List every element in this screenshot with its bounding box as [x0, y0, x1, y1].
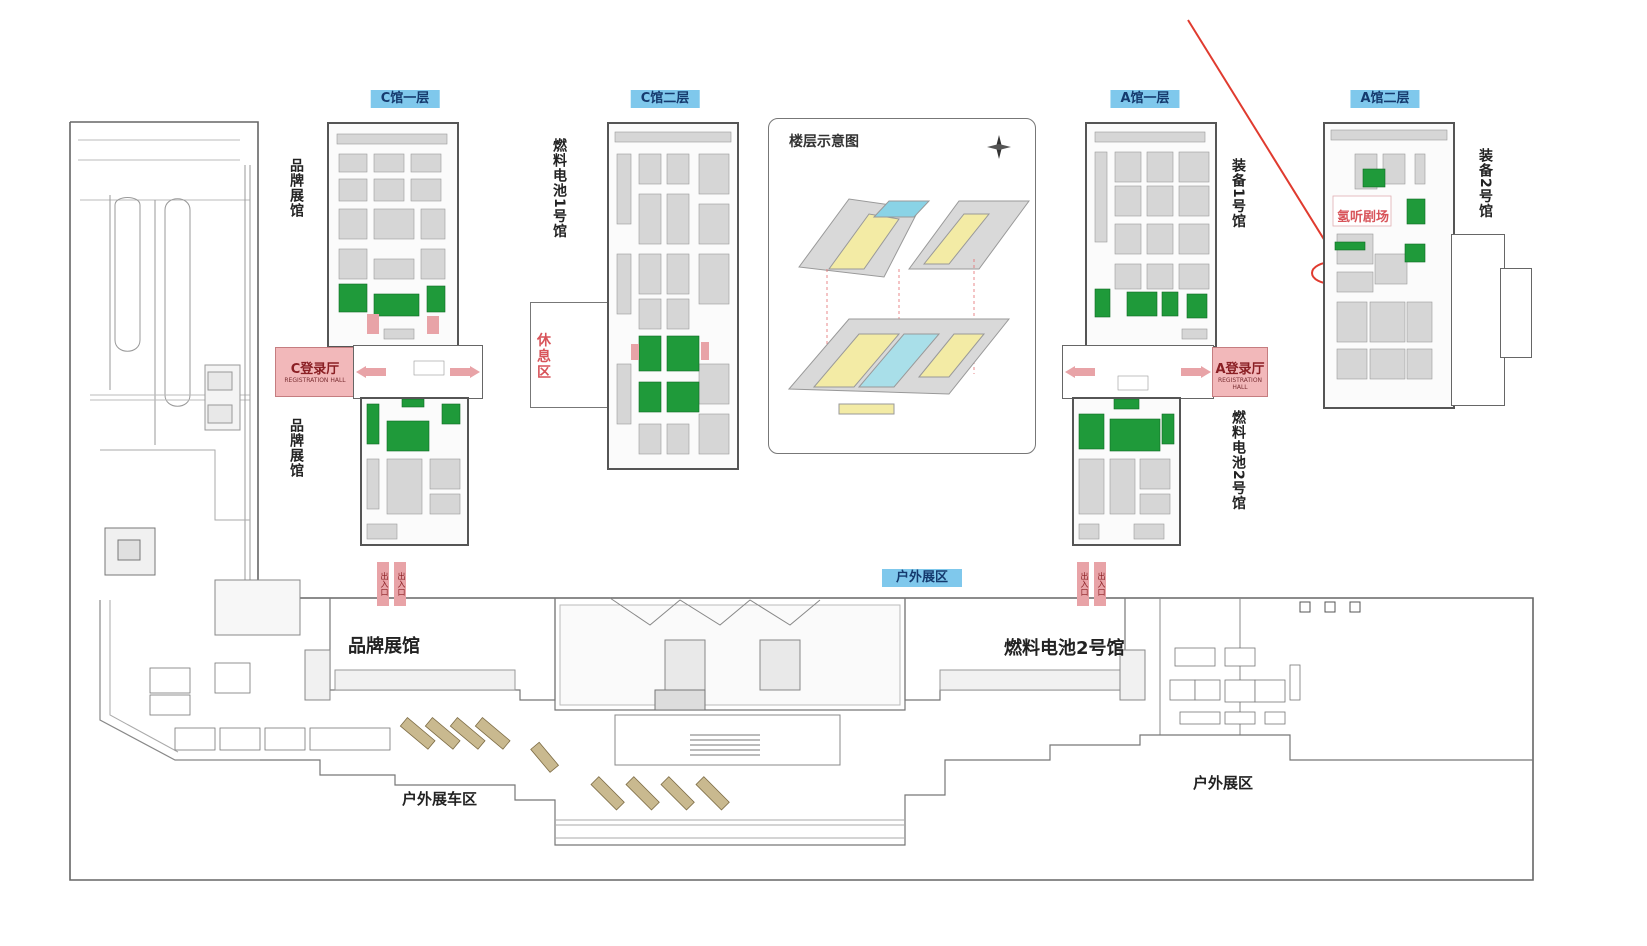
a-hall-connector: [1062, 345, 1214, 399]
c-hall-second-floor: [607, 122, 739, 470]
rest-area-label: 休息区: [537, 333, 551, 381]
a-hall-lower-booths: [1078, 398, 1175, 540]
outdoor-banner: 户外展区: [881, 569, 963, 587]
a-hall-first-floor-lower: [1072, 397, 1181, 546]
c-registration-title: C登录厅: [290, 362, 340, 377]
ground-brand-hall-label: 品牌展馆: [348, 636, 420, 657]
entrance-marker: 出入口: [394, 562, 406, 606]
hall-title-c-second: C馆二层: [630, 90, 700, 108]
a-hall-connector-icons: [1065, 366, 1211, 391]
a-registration-subtitle: REGISTRATION HALL: [1217, 377, 1263, 391]
hall-title-a-first: A馆一层: [1110, 90, 1180, 108]
floor-diagram-illustration: [787, 135, 1030, 415]
entrance-marker: 出入口: [377, 562, 389, 606]
label-fuel-cell-hall-2: 燃料电池2号馆: [1230, 410, 1246, 511]
a-hall-first-floor-upper: [1085, 122, 1217, 348]
a-hall-second-annex: [1451, 234, 1505, 406]
outdoor-vehicle-zone-label: 户外展车区: [402, 790, 478, 808]
hall-title-a-second: A馆二层: [1350, 90, 1420, 108]
label-fuel-cell-hall-1: 燃料电池1号馆: [551, 138, 567, 239]
c-registration-subtitle: REGISTRATION HALL: [284, 377, 346, 384]
outdoor-zone-label: 户外展区: [1193, 774, 1254, 792]
c-hall-connector-icons: [356, 360, 480, 378]
c-hall-connector: [353, 345, 483, 399]
a-hall-second-floor: 氢听剧场: [1323, 122, 1455, 409]
label-equipment-hall-1: 装备1号馆: [1230, 158, 1246, 229]
entrance-marker: 出入口: [1077, 562, 1089, 606]
c-hall-upper-booths: [336, 133, 448, 340]
c-hall-first-floor-lower: [360, 397, 469, 546]
ground-fuel-hall-2-label: 燃料电池2号馆: [1004, 638, 1125, 659]
label-equipment-hall-2: 装备2号馆: [1477, 148, 1493, 219]
entrance-marker: 出入口: [1094, 562, 1106, 606]
a-hall-upper-booths: [1094, 131, 1210, 340]
c-hall-rest-area-wing: 休息区: [530, 302, 608, 408]
hall-title-c-first: C馆一层: [370, 90, 440, 108]
hydrogen-theater-label: 氢听剧场: [1337, 210, 1390, 225]
c-registration-hall: C登录厅 REGISTRATION HALL: [275, 347, 355, 397]
c-hall-second-booths: [614, 131, 732, 455]
floor-diagram-panel: 楼层示意图: [768, 118, 1036, 454]
c-hall-first-floor-upper: [327, 122, 459, 348]
label-brand-hall-bottom: 品牌展馆: [288, 418, 304, 478]
floor-diagram-title: 楼层示意图: [789, 134, 859, 150]
a-registration-title: A登录厅: [1215, 362, 1265, 377]
label-brand-hall-top: 品牌展馆: [288, 158, 304, 218]
a-hall-second-booths: [1330, 129, 1448, 380]
a-hall-stair-block: [1500, 268, 1532, 358]
c-hall-lower-booths: [366, 398, 461, 540]
a-registration-hall: A登录厅 REGISTRATION HALL: [1212, 347, 1268, 397]
